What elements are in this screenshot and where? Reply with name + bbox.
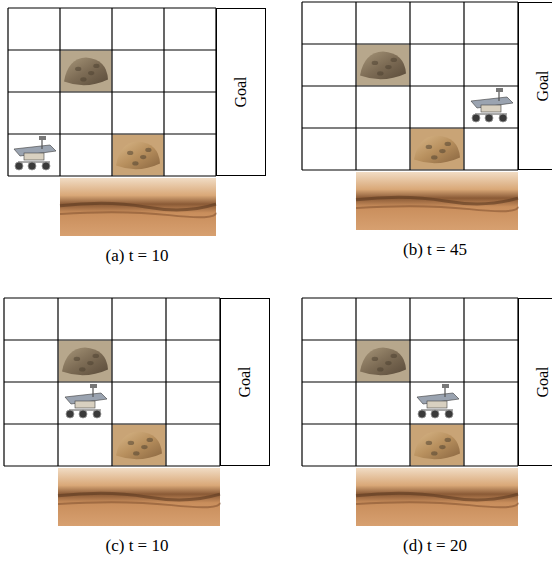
grid-line: [4, 423, 220, 424]
grid-line: [4, 465, 220, 466]
rock-image: [357, 45, 410, 86]
grid-line: [463, 2, 464, 170]
rock-image: [59, 341, 112, 382]
goal-region: Goal: [518, 2, 552, 170]
rover-image: [471, 88, 513, 122]
grid-line: [302, 85, 518, 86]
panel-caption: (a) t = 10: [106, 246, 169, 266]
rock-image: [113, 425, 166, 466]
grid-panel: [302, 2, 518, 230]
grid-panel: [4, 298, 220, 526]
grid-panel: [302, 298, 518, 526]
grid-line: [302, 423, 518, 424]
rover-image: [417, 384, 459, 418]
goal-label: Goal: [534, 70, 552, 101]
goal-region: Goal: [216, 8, 266, 176]
rover-image: [14, 136, 56, 170]
cliff-image: [60, 178, 216, 236]
rock-image: [61, 51, 112, 92]
grid-line: [4, 381, 220, 382]
goal-region: Goal: [518, 298, 552, 466]
goal-label: Goal: [236, 366, 254, 397]
grid-line: [302, 381, 518, 382]
goal-label: Goal: [232, 76, 250, 107]
grid-line: [165, 298, 166, 466]
goal-region: Goal: [220, 298, 270, 466]
rock-image: [357, 341, 410, 382]
panel-caption: (b) t = 45: [403, 240, 467, 260]
cliff-image: [356, 172, 518, 230]
grid-line: [302, 169, 518, 170]
grid-line: [302, 465, 518, 466]
panel-caption: (d) t = 20: [403, 536, 467, 556]
goal-label: Goal: [534, 366, 552, 397]
rover-image: [65, 384, 107, 418]
grid-line: [8, 91, 216, 92]
rock-image: [411, 129, 464, 170]
rock-image: [411, 425, 464, 466]
grid-line: [163, 8, 164, 176]
rock-image: [113, 135, 164, 176]
grid-line: [302, 127, 518, 128]
grid-panel: [8, 8, 216, 236]
grid-line: [463, 298, 464, 466]
grid-line: [8, 175, 216, 176]
cliff-image: [356, 468, 518, 526]
cliff-image: [58, 468, 220, 526]
grid-line: [8, 133, 216, 134]
panel-caption: (c) t = 10: [106, 536, 169, 556]
